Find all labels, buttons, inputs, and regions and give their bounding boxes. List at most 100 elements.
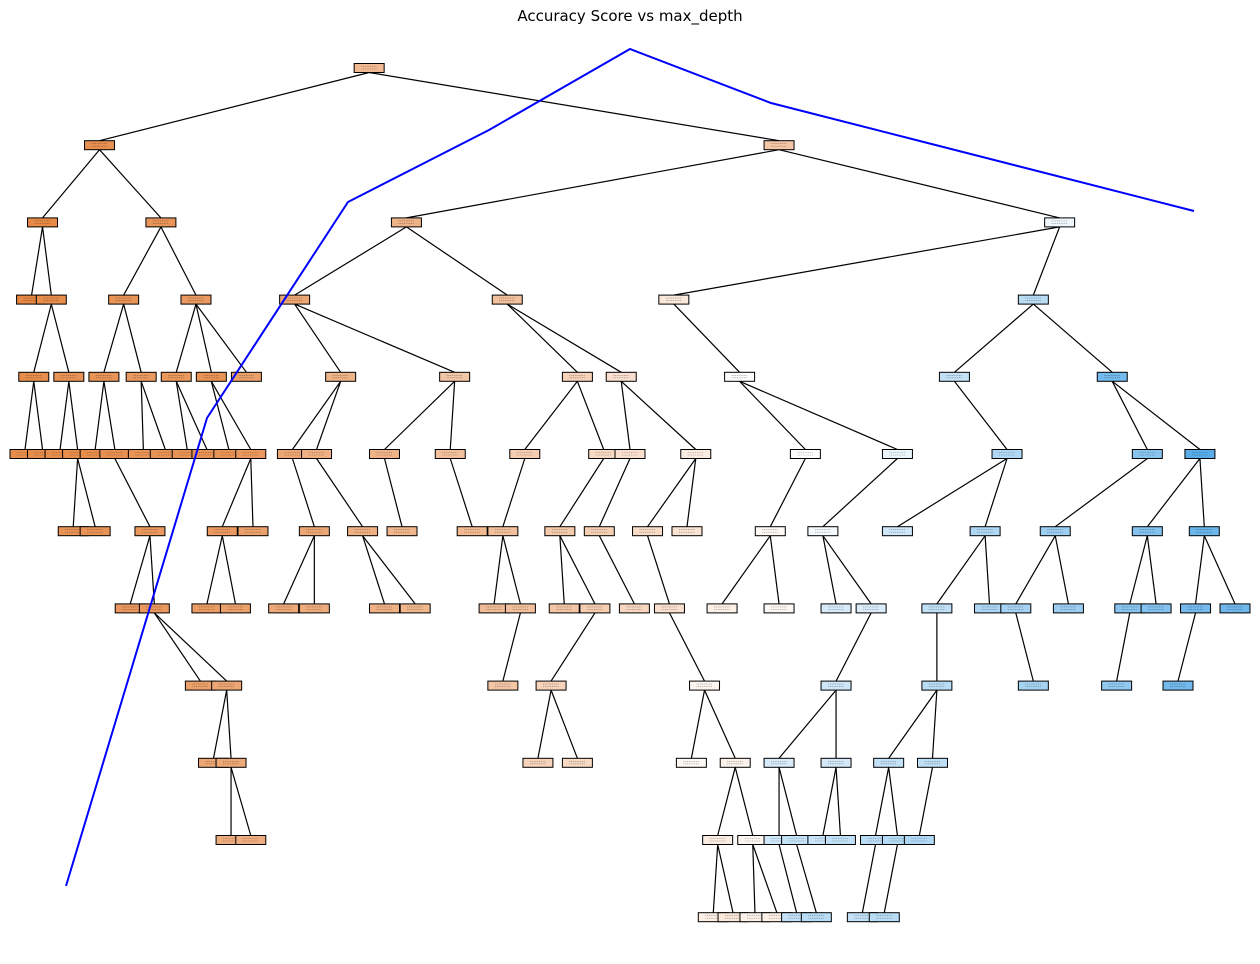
tree-node bbox=[1219, 603, 1251, 614]
tree-node bbox=[658, 294, 690, 305]
tree-edge bbox=[42, 149, 100, 219]
tree-node-box bbox=[820, 757, 852, 768]
tree-node bbox=[1039, 526, 1071, 537]
tree-node bbox=[219, 603, 251, 614]
tree-edge bbox=[406, 149, 780, 219]
tree-edge bbox=[550, 612, 596, 682]
tree-node-box bbox=[881, 526, 913, 537]
tree-node-box bbox=[1101, 680, 1133, 691]
tree-node bbox=[719, 757, 751, 768]
tree-node-box bbox=[215, 757, 247, 768]
tree-edge bbox=[918, 767, 934, 836]
tree-node-box bbox=[824, 835, 856, 845]
tree-edge bbox=[717, 767, 736, 836]
accuracy-line bbox=[65, 47, 1195, 887]
tree-node bbox=[27, 217, 59, 228]
tree-node-box bbox=[298, 603, 330, 614]
tree-edge bbox=[897, 457, 1008, 528]
tree-node bbox=[881, 526, 913, 537]
tree-node bbox=[535, 680, 567, 691]
tree-node-box bbox=[211, 680, 243, 691]
tree-node bbox=[754, 526, 786, 537]
tree-node-box bbox=[347, 526, 379, 537]
tree-node-box bbox=[658, 294, 690, 305]
tree-edge bbox=[291, 458, 315, 527]
tree-node bbox=[583, 526, 615, 537]
tree-node bbox=[180, 294, 212, 305]
tree-edge bbox=[449, 458, 473, 527]
tree-node bbox=[160, 371, 192, 382]
tree-node bbox=[1140, 603, 1172, 614]
tree-edge bbox=[739, 380, 898, 451]
tree-edge bbox=[33, 303, 52, 373]
tree-node bbox=[1188, 526, 1220, 537]
tree-node-box bbox=[763, 140, 795, 151]
tree-node bbox=[724, 371, 756, 382]
tree-edge bbox=[140, 381, 144, 450]
tree-node-box bbox=[938, 371, 970, 382]
tree-node bbox=[973, 603, 1005, 614]
tree-edge bbox=[822, 458, 898, 528]
tree-node bbox=[561, 757, 593, 768]
tree-edge bbox=[598, 458, 631, 527]
tree-node-box bbox=[35, 294, 67, 305]
tree-node-box bbox=[719, 757, 751, 768]
tree-edge bbox=[888, 689, 938, 759]
tree-node bbox=[789, 449, 821, 459]
tree-node bbox=[1017, 680, 1049, 691]
tree-node bbox=[588, 449, 620, 459]
tree-node-box bbox=[1188, 526, 1220, 537]
tree-node bbox=[618, 603, 650, 614]
tree-edge bbox=[50, 303, 70, 373]
tree-node bbox=[917, 757, 948, 768]
tree-node bbox=[689, 680, 721, 691]
tree-node-box bbox=[724, 371, 756, 382]
tree-node-box bbox=[588, 449, 620, 459]
tree-edge bbox=[369, 71, 780, 142]
tree-node-box bbox=[79, 526, 111, 537]
tree-node bbox=[399, 603, 431, 614]
tree-edge bbox=[99, 149, 162, 219]
tree-edge bbox=[94, 381, 105, 450]
tree-node-box bbox=[195, 371, 227, 382]
tree-edge bbox=[384, 380, 456, 450]
tree-edge bbox=[502, 458, 526, 527]
tree-edge bbox=[690, 689, 706, 759]
tree-node bbox=[504, 603, 536, 614]
tree-node-box bbox=[689, 680, 721, 691]
tree-edge bbox=[1129, 535, 1148, 605]
tree-edge bbox=[114, 458, 151, 527]
tree-node-box bbox=[921, 603, 953, 614]
tree-edge bbox=[153, 612, 228, 682]
tree-node-box bbox=[680, 449, 712, 459]
tree-node-box bbox=[478, 603, 510, 614]
tree-node bbox=[237, 526, 269, 537]
tree-node-box bbox=[509, 449, 541, 459]
tree-node-box bbox=[325, 371, 357, 382]
tree-edge bbox=[383, 458, 403, 527]
tree-node-box bbox=[820, 680, 852, 691]
tree-node-box bbox=[160, 371, 192, 382]
tree-node bbox=[1052, 603, 1084, 614]
tree-edge bbox=[362, 535, 416, 605]
tree-edge bbox=[835, 612, 872, 682]
tree-edge bbox=[888, 767, 899, 836]
tree-node bbox=[605, 371, 637, 382]
tree-edge bbox=[1203, 535, 1236, 605]
tree-edge bbox=[984, 458, 1008, 527]
tree-node bbox=[439, 371, 471, 382]
tree-edge bbox=[953, 380, 1008, 450]
tree-edge bbox=[712, 844, 719, 913]
tree-node bbox=[434, 449, 466, 459]
tree-node bbox=[763, 757, 795, 768]
tree-edge bbox=[33, 381, 44, 450]
tree-edge bbox=[506, 303, 578, 373]
tree-edge bbox=[1177, 612, 1197, 682]
tree-node bbox=[206, 526, 238, 537]
tree-edge bbox=[502, 535, 521, 605]
tree-edge bbox=[931, 690, 938, 759]
tree-node-box bbox=[487, 526, 519, 537]
tree-node-box bbox=[881, 449, 913, 459]
tree-node-box bbox=[1017, 680, 1049, 691]
tree-node bbox=[1184, 449, 1216, 459]
